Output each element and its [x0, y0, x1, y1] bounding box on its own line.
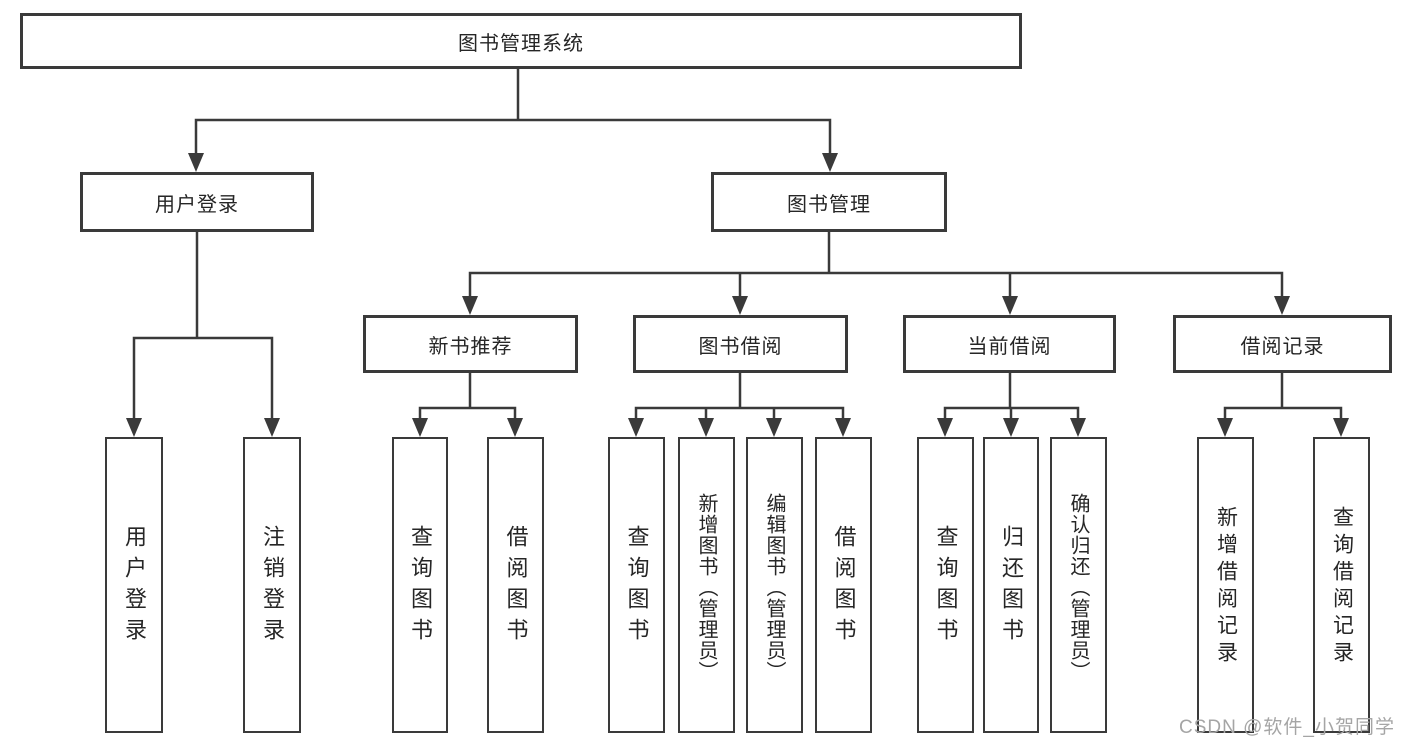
node-query-books-2: 查询图书 [608, 437, 665, 733]
node-borrow-books-2: 借阅图书 [815, 437, 872, 733]
node-borrow-books-1: 借阅图书 [487, 437, 544, 733]
node-query-books-3: 查询图书 [917, 437, 974, 733]
node-query-borrow-record: 查询借阅记录 [1313, 437, 1370, 733]
node-return-books: 归还图书 [983, 437, 1039, 733]
node-confirm-return-admin: 确认归还（管理员） [1050, 437, 1107, 733]
node-current-borrowing: 当前借阅 [903, 315, 1116, 373]
node-user-login-leaf: 用户登录 [105, 437, 163, 733]
node-book-borrowing: 图书借阅 [633, 315, 848, 373]
node-add-books-admin: 新增图书（管理员） [678, 437, 735, 733]
connector-strokes [132, 67, 1343, 423]
node-add-borrow-record: 新增借阅记录 [1197, 437, 1254, 733]
csdn-watermark: CSDN @软件_小贺同学 [1179, 717, 1395, 738]
node-library-system: 图书管理系统 [20, 13, 1022, 69]
node-user-login: 用户登录 [80, 172, 314, 232]
node-borrowing-records: 借阅记录 [1173, 315, 1392, 373]
node-query-books-1: 查询图书 [392, 437, 448, 733]
node-book-management: 图书管理 [711, 172, 947, 232]
node-logout: 注销登录 [243, 437, 301, 733]
node-new-book-recommend: 新书推荐 [363, 315, 578, 373]
node-edit-books-admin: 编辑图书（管理员） [746, 437, 803, 733]
arrowheads [126, 153, 1349, 437]
